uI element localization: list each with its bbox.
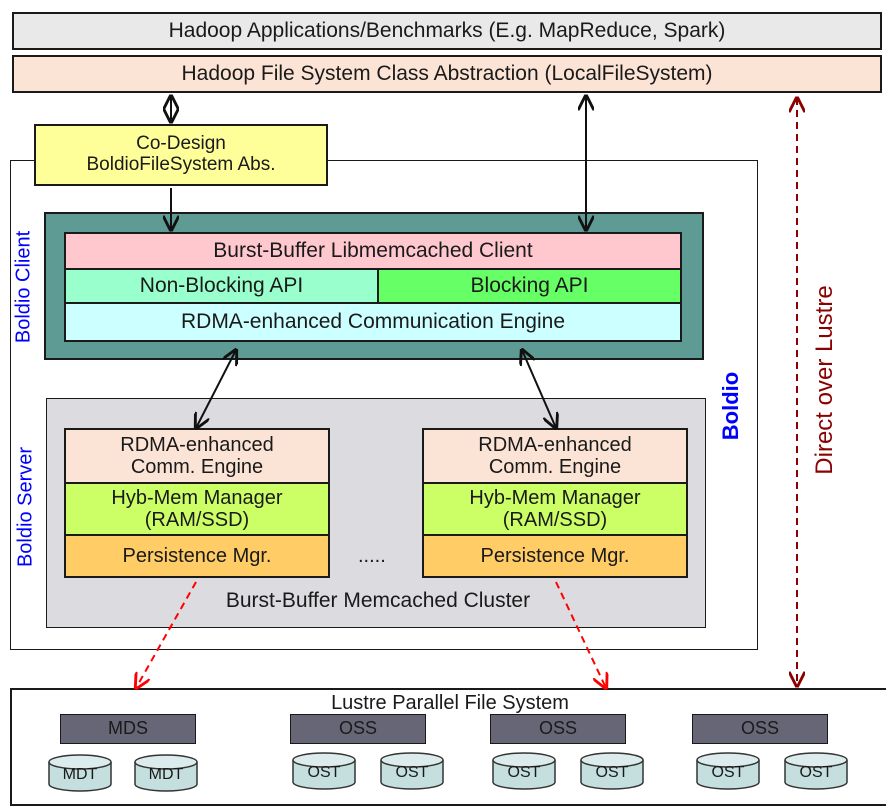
blocking-api-text: Blocking API — [470, 274, 589, 298]
hadoop-applications-text: Hadoop Applications/Benchmarks (E.g. Map… — [168, 19, 726, 43]
lustre-server-oss-3: OSS — [692, 714, 828, 744]
server-node-2-hybmem: Hyb-Mem Manager (RAM/SSD) — [422, 482, 688, 536]
disk-ost-6-label: OST — [799, 764, 833, 781]
server-node-1-hyb-line2: (RAM/SSD) — [144, 509, 250, 531]
hadoop-applications-bar: Hadoop Applications/Benchmarks (E.g. Map… — [12, 12, 882, 50]
server-node-1-comm-line2: Comm. Engine — [130, 456, 264, 478]
disk-ost-2: OST — [380, 752, 444, 790]
boldio-client-label: Boldio Client — [12, 230, 35, 344]
rdma-comm-engine: RDMA-enhanced Communication Engine — [64, 302, 682, 342]
libmemcached-client-text: Burst-Buffer Libmemcached Client — [213, 239, 533, 263]
disk-ost-1-label: OST — [307, 764, 341, 781]
lustre-server-oss-2-text: OSS — [538, 718, 577, 739]
server-node-1-comm-engine: RDMA-enhanced Comm. Engine — [64, 428, 330, 484]
disk-ost-3: OST — [492, 752, 556, 790]
libmemcached-client: Burst-Buffer Libmemcached Client — [64, 232, 682, 270]
boldio-label: Boldio — [718, 371, 743, 441]
codesign-box: Co-Design BoldioFileSystem Abs. — [34, 124, 328, 186]
nonblocking-api-text: Non-Blocking API — [139, 274, 304, 298]
disk-mdt-1-label: MDT — [62, 766, 98, 783]
server-node-1-comm-line1: RDMA-enhanced — [120, 434, 274, 456]
server-node-2-persistence: Persistence Mgr. — [422, 534, 688, 578]
disk-ost-5-label: OST — [711, 764, 745, 781]
disk-ost-5: OST — [696, 752, 760, 790]
lustre-server-mds: MDS — [60, 714, 196, 744]
blocking-api: Blocking API — [377, 268, 682, 304]
server-node-2-comm-engine: RDMA-enhanced Comm. Engine — [422, 428, 688, 484]
disk-ost-1: OST — [292, 752, 356, 790]
lustre-server-oss-3-text: OSS — [740, 718, 779, 739]
cluster-label: Burst-Buffer Memcached Cluster — [225, 589, 531, 612]
server-node-2-comm-line2: Comm. Engine — [488, 456, 622, 478]
codesign-line1: Co-Design — [136, 133, 226, 155]
hadoop-fs-abstraction-bar: Hadoop File System Class Abstraction (Lo… — [12, 55, 882, 93]
disk-ost-2-label: OST — [395, 764, 429, 781]
server-node-2-persist-text: Persistence Mgr. — [480, 545, 630, 567]
disk-mdt-2-label: MDT — [148, 766, 184, 783]
disk-ost-4-label: OST — [595, 764, 629, 781]
server-node-1-persist-text: Persistence Mgr. — [122, 545, 272, 567]
boldio-server-label: Boldio Server — [14, 446, 37, 568]
server-node-1-hybmem: Hyb-Mem Manager (RAM/SSD) — [64, 482, 330, 536]
lustre-server-mds-text: MDS — [108, 718, 148, 739]
codesign-line2: BoldioFileSystem Abs. — [86, 154, 276, 175]
server-node-2-hyb-line1: Hyb-Mem Manager — [469, 487, 641, 509]
direct-over-lustre-label: Direct over Lustre — [811, 285, 838, 475]
disk-ost-3-label: OST — [507, 764, 541, 781]
lustre-server-oss-1: OSS — [290, 714, 426, 744]
disk-ost-6: OST — [784, 752, 848, 790]
lustre-server-oss-1-text: OSS — [338, 718, 377, 739]
server-node-2-comm-line1: RDMA-enhanced — [478, 434, 632, 456]
disk-ost-4: OST — [580, 752, 644, 790]
server-ellipsis: ..... — [358, 545, 386, 567]
nonblocking-api: Non-Blocking API — [64, 268, 379, 304]
server-node-1-persistence: Persistence Mgr. — [64, 534, 330, 578]
hadoop-fs-abstraction-text: Hadoop File System Class Abstraction (Lo… — [181, 62, 713, 86]
rdma-comm-engine-text: RDMA-enhanced Communication Engine — [180, 310, 566, 334]
lustre-title: Lustre Parallel File System — [331, 692, 569, 714]
server-node-1-hyb-line1: Hyb-Mem Manager — [111, 487, 283, 509]
disk-mdt-1: MDT — [48, 754, 112, 792]
server-node-2-hyb-line2: (RAM/SSD) — [502, 509, 608, 531]
lustre-server-oss-2: OSS — [490, 714, 626, 744]
disk-mdt-2: MDT — [134, 754, 198, 792]
